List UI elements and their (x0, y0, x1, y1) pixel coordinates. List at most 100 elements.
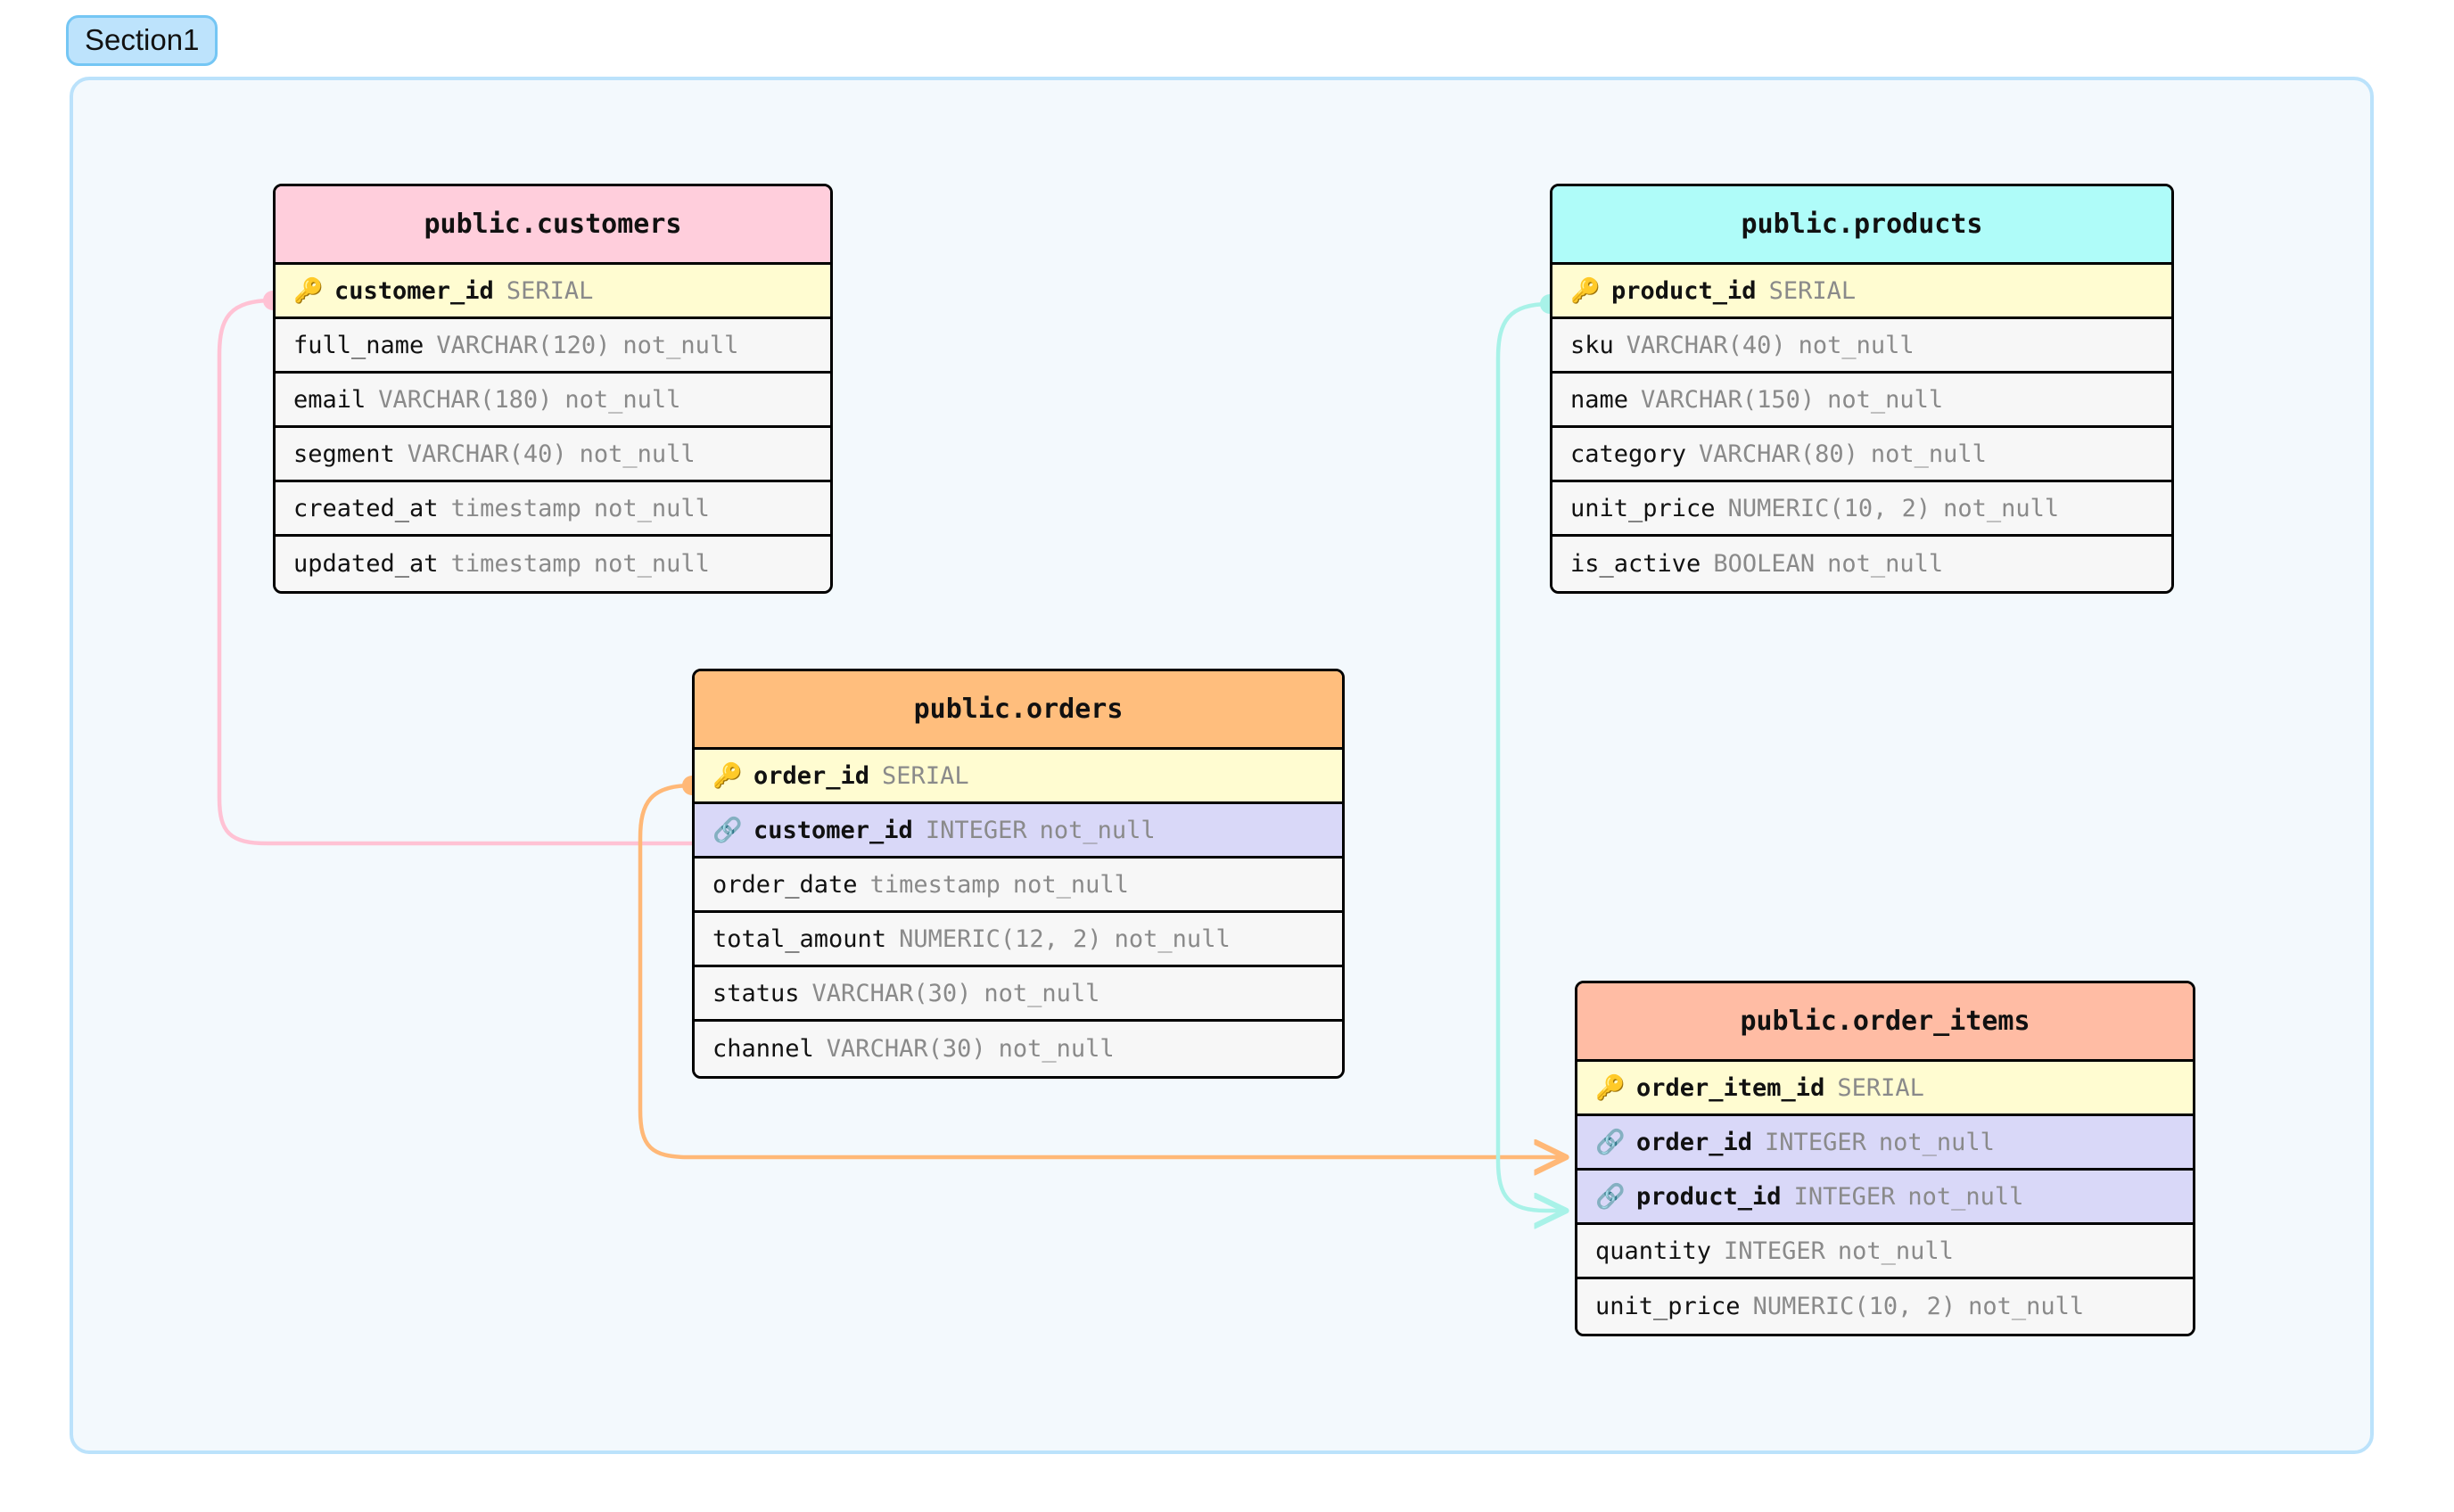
table-row[interactable]: full_name VARCHAR(120) not_null (276, 319, 830, 374)
column-constraint: not_null (1114, 924, 1231, 953)
column-constraint: not_null (593, 550, 710, 578)
column-name: product_id (1636, 1182, 1782, 1211)
column-constraint: not_null (1968, 1293, 2085, 1320)
column-constraint: not_null (1907, 1182, 2024, 1211)
column-name: segment (293, 440, 395, 468)
column-type: NUMERIC(10, 2) (1752, 1293, 1956, 1320)
column-type: SERIAL (1768, 276, 1857, 305)
section-label[interactable]: Section1 (66, 15, 218, 66)
column-type: timestamp (869, 870, 1001, 899)
table-row[interactable]: total_amount NUMERIC(12, 2) not_null (695, 913, 1342, 967)
column-type: INTEGER (925, 816, 1027, 844)
column-constraint: not_null (622, 331, 739, 359)
column-name: sku (1570, 331, 1614, 359)
column-name: category (1570, 440, 1687, 468)
column-name: order_id (1636, 1128, 1753, 1156)
column-constraint: not_null (1870, 440, 1987, 468)
table-row[interactable]: sku VARCHAR(40) not_null (1552, 319, 2171, 374)
column-type: VARCHAR(180) (378, 385, 553, 414)
column-name: status (712, 979, 800, 1007)
column-type: INTEGER (1724, 1237, 1825, 1265)
column-name: quantity (1595, 1237, 1712, 1265)
table-title: public.products (1552, 186, 2171, 265)
table-row[interactable]: segment VARCHAR(40) not_null (276, 428, 830, 482)
column-type: VARCHAR(40) (407, 440, 567, 468)
column-type: INTEGER (1793, 1182, 1896, 1211)
foreign-key-icon: 🔗 (1595, 1128, 1626, 1156)
table-columns: 🔑 order_id SERIAL 🔗 customer_id INTEGER not_nu… (695, 750, 1342, 1076)
table-row[interactable]: category VARCHAR(80) not_null (1552, 428, 2171, 482)
primary-key-icon: 🔑 (293, 276, 324, 305)
table-row[interactable]: email VARCHAR(180) not_null (276, 374, 830, 428)
table-row[interactable]: status VARCHAR(30) not_null (695, 967, 1342, 1022)
column-name: unit_price (1595, 1293, 1741, 1320)
primary-key-icon: 🔑 (1595, 1073, 1626, 1102)
column-name: is_active (1570, 550, 1701, 578)
table-row[interactable]: unit_price NUMERIC(10, 2) not_null (1577, 1279, 2193, 1334)
column-name: created_at (293, 494, 439, 522)
column-type: timestamp (450, 550, 581, 578)
column-type: VARCHAR(80) (1699, 440, 1858, 468)
column-type: VARCHAR(120) (436, 331, 611, 359)
column-name: updated_at (293, 550, 439, 578)
column-type: BOOLEAN (1713, 550, 1816, 578)
table-row[interactable]: 🔗 customer_id INTEGER not_null (695, 804, 1342, 859)
column-type: VARCHAR(40) (1626, 331, 1786, 359)
column-type: VARCHAR(150) (1641, 385, 1816, 414)
column-name: total_amount (712, 924, 887, 953)
column-type: SERIAL (1837, 1073, 1924, 1102)
table-title: public.orders (695, 671, 1342, 750)
column-constraint: not_null (984, 979, 1100, 1007)
primary-key-icon: 🔑 (712, 761, 743, 790)
column-name: customer_id (753, 816, 913, 844)
column-type: VARCHAR(30) (811, 979, 972, 1007)
column-name: product_id (1611, 276, 1757, 305)
column-type: SERIAL (882, 761, 969, 790)
table-title: public.customers (276, 186, 830, 265)
foreign-key-icon: 🔗 (712, 816, 743, 844)
table-row[interactable]: unit_price NUMERIC(10, 2) not_null (1552, 482, 2171, 537)
column-constraint: not_null (564, 385, 681, 414)
column-name: customer_id (334, 276, 494, 305)
foreign-key-icon: 🔗 (1595, 1182, 1626, 1211)
column-constraint: not_null (1039, 816, 1156, 844)
primary-key-icon: 🔑 (1570, 276, 1601, 305)
table-row[interactable]: 🔑 order_id SERIAL (695, 750, 1342, 804)
column-type: VARCHAR(30) (826, 1035, 986, 1063)
table-row[interactable]: 🔗 product_id INTEGER not_null (1577, 1171, 2193, 1225)
column-constraint: not_null (1798, 331, 1915, 359)
column-name: email (293, 385, 366, 414)
column-name: order_date (712, 870, 858, 899)
column-type: INTEGER (1765, 1128, 1866, 1156)
table-row[interactable]: updated_at timestamp not_null (276, 537, 830, 591)
column-name: order_id (753, 761, 870, 790)
column-name: full_name (293, 331, 424, 359)
table-title: public.order_items (1577, 983, 2193, 1062)
table-row[interactable]: name VARCHAR(150) not_null (1552, 374, 2171, 428)
column-constraint: not_null (579, 440, 696, 468)
column-type: NUMERIC(12, 2) (899, 924, 1102, 953)
column-name: name (1570, 385, 1629, 414)
column-name: channel (712, 1035, 814, 1063)
column-constraint: not_null (998, 1035, 1115, 1063)
table-row[interactable]: 🔑 product_id SERIAL (1552, 265, 2171, 319)
table-node-orders[interactable]: public.orders 🔑 order_id SERIAL 🔗 customer_i… (692, 669, 1345, 1079)
column-type: NUMERIC(10, 2) (1727, 494, 1931, 522)
column-constraint: not_null (1827, 385, 1944, 414)
table-row[interactable]: channel VARCHAR(30) not_null (695, 1022, 1342, 1076)
column-name: unit_price (1570, 494, 1716, 522)
column-constraint: not_null (1943, 494, 2060, 522)
